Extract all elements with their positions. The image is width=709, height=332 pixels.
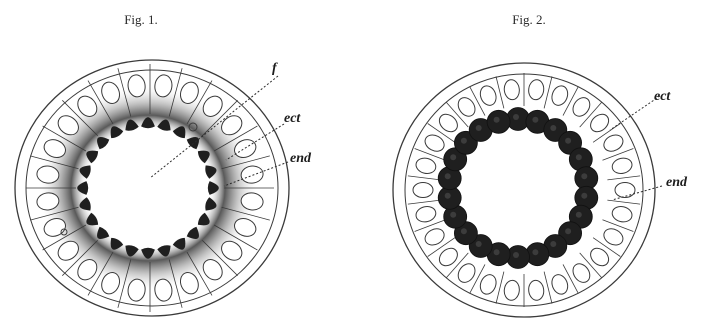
nucleus bbox=[528, 79, 545, 101]
nucleus bbox=[503, 79, 520, 101]
endoderm-cell-highlight bbox=[581, 173, 587, 179]
nucleus bbox=[413, 183, 433, 198]
figure-1-title: Fig. 1. bbox=[124, 12, 158, 27]
nucleus bbox=[611, 156, 634, 175]
figure-1-label-ect: ect bbox=[284, 111, 301, 126]
cell-boundary bbox=[496, 76, 504, 108]
endoderm-cell-highlight bbox=[461, 138, 467, 144]
endoderm-cell-highlight bbox=[576, 212, 582, 218]
nucleus bbox=[422, 226, 447, 249]
nucleus bbox=[422, 132, 447, 155]
endoderm-cell-highlight bbox=[513, 252, 519, 258]
endoderm-cell-highlight bbox=[576, 154, 582, 160]
nucleus bbox=[611, 205, 634, 224]
cell-boundary bbox=[607, 176, 640, 180]
endoderm-cell-highlight bbox=[532, 249, 538, 255]
figure-2-label-end: end bbox=[666, 175, 688, 190]
nucleus bbox=[414, 156, 437, 175]
endoderm-cell-highlight bbox=[513, 114, 519, 120]
nucleus bbox=[478, 272, 499, 296]
figure-2-title: Fig. 2. bbox=[512, 12, 546, 27]
figure-2-cross-section bbox=[393, 63, 655, 317]
figure-2-label-ect: ect bbox=[654, 89, 671, 104]
nucleus bbox=[549, 84, 570, 108]
endoderm-cell-highlight bbox=[450, 154, 456, 160]
endoderm-cell-highlight bbox=[581, 193, 587, 199]
endoderm-cell-highlight bbox=[565, 228, 571, 234]
endoderm-cell-highlight bbox=[461, 228, 467, 234]
endoderm-cell-highlight bbox=[476, 241, 482, 247]
endoderm-cell-highlight bbox=[450, 212, 456, 218]
cell-boundary bbox=[544, 76, 552, 108]
nucleus bbox=[414, 205, 437, 224]
endoderm-cell-highlight bbox=[532, 117, 538, 123]
nucleus bbox=[528, 279, 545, 301]
cell-boundary bbox=[408, 176, 441, 180]
endoderm-cell-highlight bbox=[476, 125, 482, 131]
cell-boundary bbox=[544, 272, 552, 304]
figure-1-label-end: end bbox=[290, 151, 312, 166]
endoderm-cell-highlight bbox=[445, 173, 451, 179]
nucleus bbox=[503, 279, 520, 301]
cell-boundary bbox=[496, 272, 504, 304]
endoderm-cell-highlight bbox=[445, 193, 451, 199]
nucleus bbox=[478, 84, 499, 108]
figure-1-label-f: f bbox=[272, 61, 278, 76]
figure-1: Fig. 1. f ect end bbox=[15, 12, 312, 316]
nucleus bbox=[549, 272, 570, 296]
endoderm-cell-highlight bbox=[550, 125, 556, 131]
nucleus bbox=[615, 183, 635, 198]
figure-1-cross-section bbox=[15, 60, 289, 316]
nucleus bbox=[601, 132, 626, 155]
figure-2-endoderm-cells bbox=[438, 108, 598, 269]
figure-2: Fig. 2. ect end bbox=[393, 12, 688, 317]
cell-boundary bbox=[607, 200, 640, 204]
endoderm-cell-highlight bbox=[565, 138, 571, 144]
endoderm-cell-highlight bbox=[494, 117, 500, 123]
endoderm-cell-highlight bbox=[550, 241, 556, 247]
endoderm-cell-highlight bbox=[494, 249, 500, 255]
nucleus bbox=[601, 226, 626, 249]
cell-boundary bbox=[408, 200, 441, 204]
